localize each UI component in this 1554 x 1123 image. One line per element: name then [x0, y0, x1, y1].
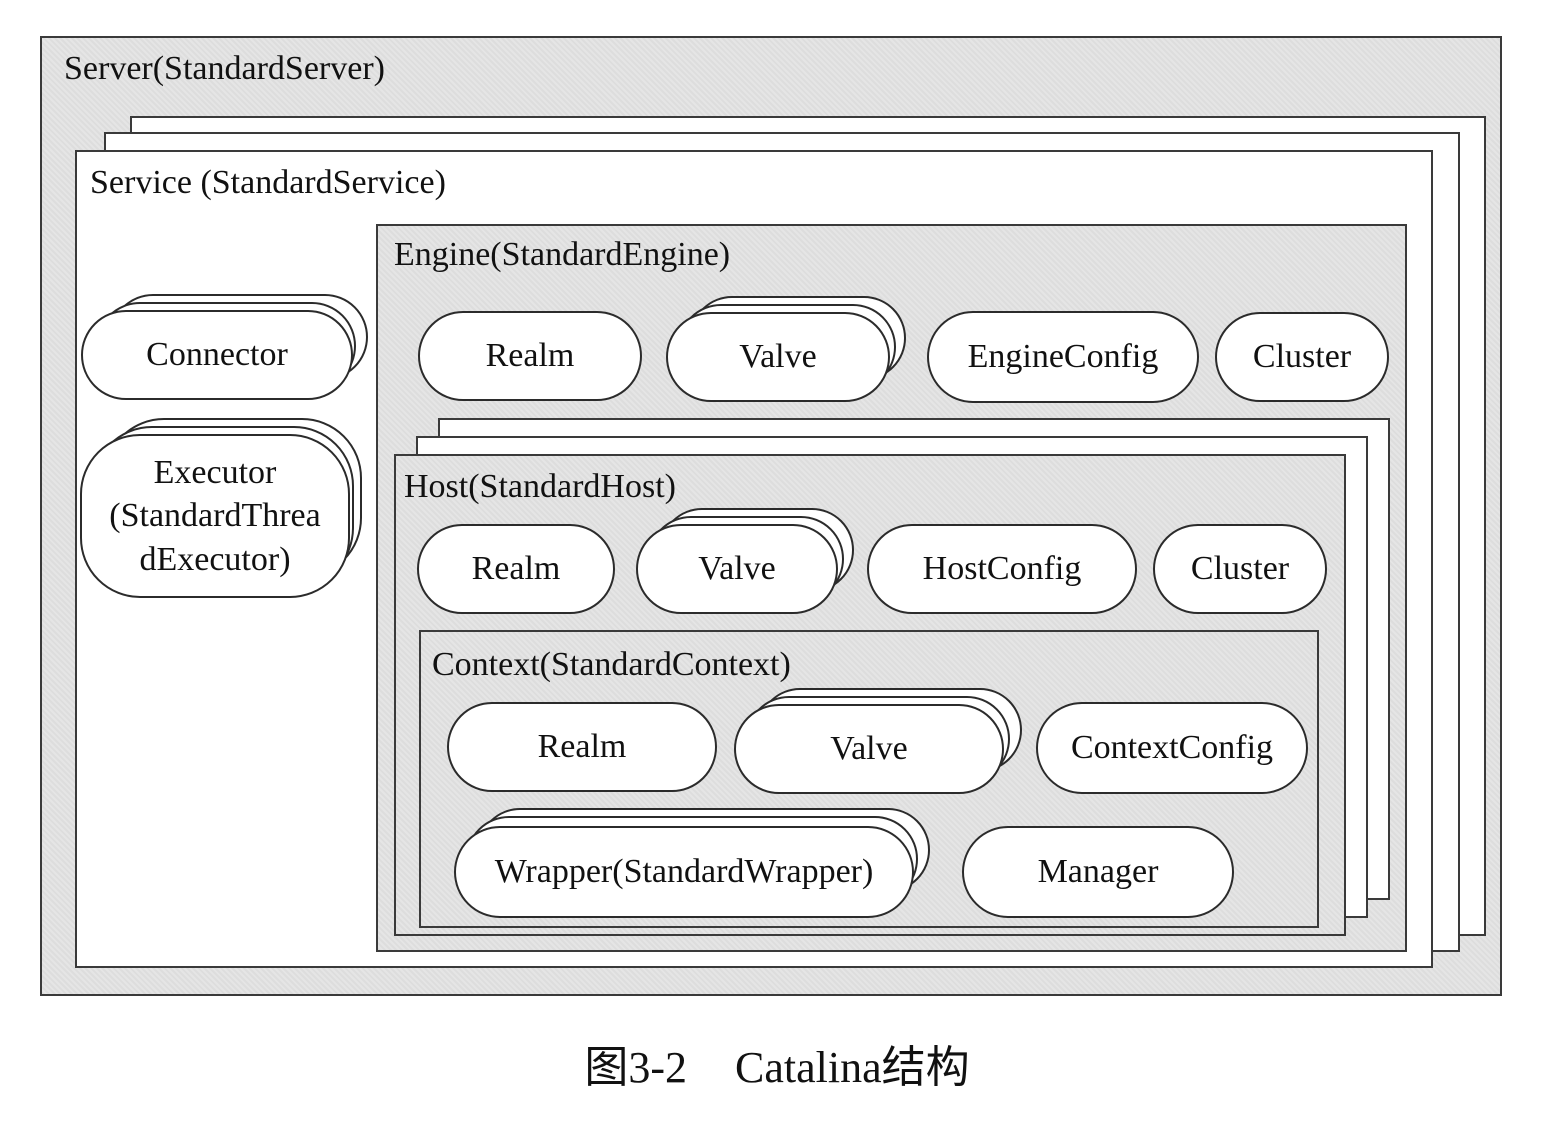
- context-valve-node: Valve: [734, 704, 1004, 794]
- host-label: Host(StandardHost): [404, 468, 676, 505]
- context-label: Context(StandardContext): [432, 646, 791, 683]
- host-config-node: HostConfig: [867, 524, 1137, 614]
- server-label: Server(StandardServer): [64, 50, 385, 87]
- wrapper-node: Wrapper(StandardWrapper): [454, 826, 914, 918]
- figure-caption: 图3-2 Catalina结构: [0, 1046, 1554, 1090]
- executor-node: Executor (StandardThrea dExecutor): [80, 434, 350, 598]
- executor-label: Executor (StandardThrea dExecutor): [109, 454, 321, 578]
- engine-config-node: EngineConfig: [927, 311, 1199, 403]
- engine-valve-node: Valve: [666, 312, 890, 402]
- engine-realm-node: Realm: [418, 311, 642, 401]
- context-config-node: ContextConfig: [1036, 702, 1308, 794]
- connector-node: Connector: [81, 310, 353, 400]
- host-valve-node: Valve: [636, 524, 838, 614]
- engine-cluster-node: Cluster: [1215, 312, 1389, 402]
- service-label: Service (StandardService): [90, 164, 446, 201]
- manager-node: Manager: [962, 826, 1234, 918]
- context-realm-node: Realm: [447, 702, 717, 792]
- engine-label: Engine(StandardEngine): [394, 236, 731, 273]
- figure-title: Catalina结构: [735, 1043, 970, 1092]
- host-cluster-node: Cluster: [1153, 524, 1327, 614]
- host-realm-node: Realm: [417, 524, 615, 614]
- figure-number: 图3-2: [584, 1043, 688, 1092]
